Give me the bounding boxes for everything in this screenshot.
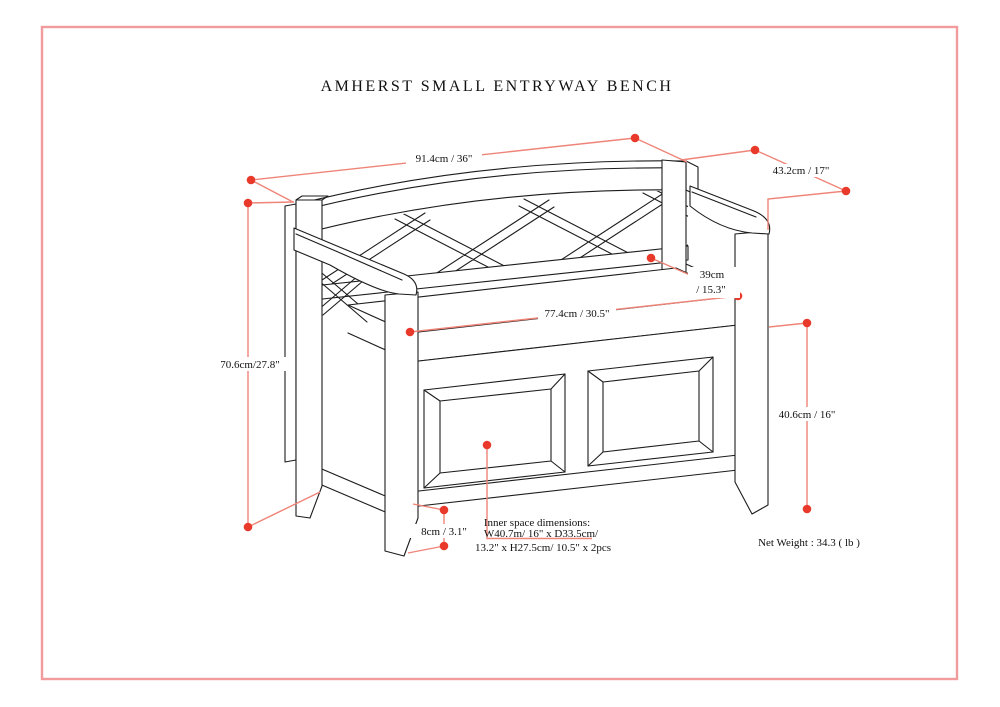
floor-clearance-label: 8cm / 3.1"	[421, 526, 467, 538]
dimension-labels: 91.4cm / 36" 43.2cm / 17" 70.6cm/27.8" 3…	[207, 152, 860, 554]
back-left-leg	[295, 199, 323, 519]
cabinet-panel-right	[587, 356, 714, 467]
cabinet-panel-left	[423, 373, 566, 489]
overall-depth-label: 43.2cm / 17"	[773, 165, 830, 177]
dimension-dots	[243, 133, 851, 551]
overall-width-label: 91.4cm / 36"	[416, 153, 473, 165]
seat-width-label: 77.4cm / 30.5"	[545, 308, 610, 320]
net-weight-label: Net Weight : 34.3 ( lb )	[758, 537, 860, 549]
overall-height-label: 70.6cm/27.8"	[220, 359, 280, 371]
inner-space-label-line2: W40.7m/ 16" x D33.5cm/	[484, 528, 599, 540]
side-lattice-left	[310, 263, 378, 323]
right-arm	[689, 185, 771, 235]
inner-space-label-line3: 13.2" x H27.5cm/ 10.5" x 2pcs	[475, 542, 611, 554]
bench-drawing	[284, 159, 771, 557]
back-height-label-line2: / 15.3"	[696, 284, 726, 296]
cabinet-bottom-rail	[409, 454, 739, 493]
left-arm	[293, 227, 418, 296]
back-right-post	[661, 159, 687, 275]
inner-space-label-line1: Inner space dimensions:	[484, 517, 590, 529]
seat-height-label: 40.6cm / 16"	[779, 409, 836, 421]
page-title: AMHERST SMALL ENTRYWAY BENCH	[321, 78, 674, 95]
back-height-label-line1: 39cm	[700, 269, 725, 281]
page-border	[40, 25, 959, 681]
